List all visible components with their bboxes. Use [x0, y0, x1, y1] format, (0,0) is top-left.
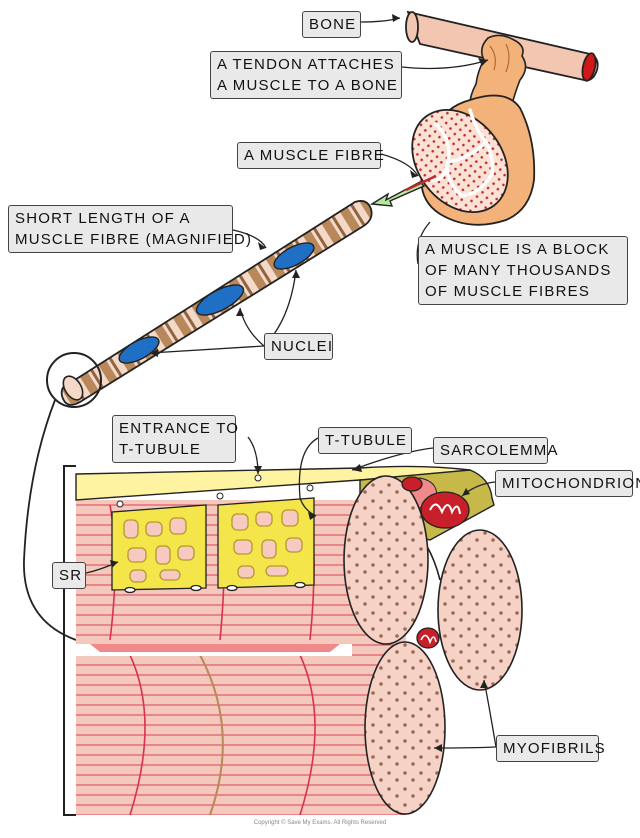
- fibre-block: [63, 465, 523, 816]
- label-bone: BONE: [302, 11, 361, 38]
- label-bone-text: BONE: [309, 16, 357, 33]
- mitochondria: [401, 476, 470, 649]
- label-mitochondrion: MITOCHONDRION: [495, 470, 640, 497]
- myofibril: [364, 641, 446, 815]
- sarcoplasmic-reticulum: [111, 497, 315, 594]
- label-t-tubule-text: T-TUBULE: [325, 432, 408, 449]
- label-entrance-line2: T-TUBULE: [119, 441, 202, 458]
- label-muscle-fibre: A MUSCLE FIBRE: [237, 142, 384, 169]
- label-nuclei-text: NUCLEI: [271, 338, 334, 355]
- label-tendon: A TENDON ATTACHES A MUSCLE TO A BONE: [210, 51, 402, 99]
- label-t-tubule: T-TUBULE: [318, 427, 412, 454]
- label-muscle-block-line2: OF MANY THOUSANDS: [425, 262, 612, 279]
- label-mitochondrion-text: MITOCHONDRION: [502, 475, 640, 492]
- label-short-length: SHORT LENGTH OF A MUSCLE FIBRE (MAGNIFIE…: [8, 205, 253, 253]
- label-tendon-line1: A TENDON ATTACHES: [217, 56, 395, 73]
- label-short-length-line1: SHORT LENGTH OF A: [15, 210, 191, 227]
- label-entrance-t-tubule: ENTRANCE TO T-TUBULE: [112, 415, 240, 463]
- nucleus: [195, 284, 245, 316]
- label-tendon-line2: A MUSCLE TO A BONE: [217, 77, 399, 94]
- label-sarcolemma: SARCOLEMMA: [433, 437, 557, 464]
- magnify-arrow: [369, 174, 437, 207]
- label-myofibrils: MYOFIBRILS: [496, 735, 605, 762]
- mitochondrion: [401, 476, 423, 492]
- copyright-footer: Copyright © Save My Exams. All Rights Re…: [253, 820, 387, 826]
- label-sr-text: SR: [59, 567, 83, 584]
- label-muscle-block: A MUSCLE IS A BLOCK OF MANY THOUSANDS OF…: [418, 236, 628, 305]
- label-entrance-line1: ENTRANCE TO: [119, 420, 240, 437]
- label-sarcolemma-text: SARCOLEMMA: [440, 442, 559, 459]
- label-nuclei: NUCLEI: [264, 333, 333, 360]
- nucleus: [118, 336, 160, 364]
- label-muscle-block-line3: OF MUSCLE FIBRES: [425, 283, 591, 300]
- myofibril: [437, 529, 523, 691]
- muscle-block: [411, 94, 536, 226]
- myofibril: [343, 475, 429, 645]
- label-muscle-fibre-text: A MUSCLE FIBRE: [244, 147, 385, 164]
- label-muscle-block-line1: A MUSCLE IS A BLOCK: [425, 241, 610, 258]
- label-short-length-line2: MUSCLE FIBRE (MAGNIFIED): [15, 231, 253, 248]
- myofibrils: [343, 475, 523, 815]
- label-sr: SR: [52, 562, 86, 589]
- label-myofibrils-text: MYOFIBRILS: [503, 740, 606, 757]
- nuclei: [118, 242, 315, 364]
- magnify-circle: [23, 352, 102, 641]
- mitochondrion: [420, 491, 470, 529]
- nucleus: [273, 242, 315, 270]
